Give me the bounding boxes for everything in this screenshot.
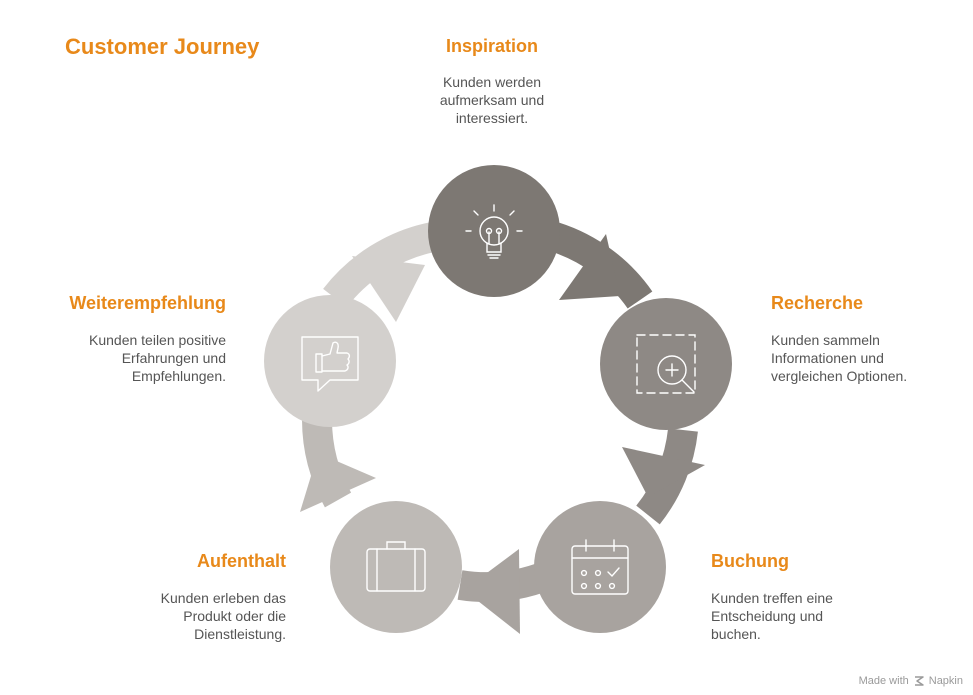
magnifier-icon bbox=[636, 334, 696, 394]
cycle-arrowheads bbox=[300, 234, 705, 634]
stage-circle-aufenthalt bbox=[330, 501, 462, 633]
suitcase-icon bbox=[366, 541, 426, 592]
stage-description-weiterempfehlung: Kunden teilen positive Erfahrungen und E… bbox=[26, 331, 226, 385]
footer-brand: Napkin bbox=[928, 675, 963, 687]
description-line: Informationen und bbox=[771, 350, 884, 366]
description-line: Dienstleistung. bbox=[194, 626, 286, 642]
description-line: Kunden treffen eine bbox=[711, 590, 833, 606]
thumbs-up-icon bbox=[301, 336, 359, 392]
arrowhead-to-aufenthalt bbox=[464, 549, 520, 634]
description-line: buchen. bbox=[711, 626, 761, 642]
stage-title-buchung: Buchung bbox=[711, 551, 789, 571]
description-line: Kunden werden bbox=[442, 74, 542, 90]
arrowhead-to-buchung bbox=[622, 447, 705, 497]
stage-title-inspiration: Inspiration bbox=[445, 36, 538, 56]
stage-description-aufenthalt: Kunden erleben das Produkt oder die Dien… bbox=[86, 589, 286, 643]
arrowhead-to-recherche bbox=[559, 234, 620, 300]
arrowhead-to-inspiration bbox=[352, 256, 425, 322]
made-with-napkin-footer[interactable]: Made with Napkin bbox=[859, 675, 963, 687]
page-title: Customer Journey bbox=[65, 34, 260, 59]
lightbulb-icon bbox=[465, 204, 523, 259]
stage-description-inspiration: Kunden werden aufmerksam und interessier… bbox=[392, 73, 592, 127]
arrowhead-to-weiterempfehlung bbox=[300, 453, 376, 512]
stage-circle-recherche bbox=[600, 298, 732, 430]
description-line: vergleichen Optionen. bbox=[771, 368, 908, 384]
description-line: Erfahrungen und bbox=[121, 350, 226, 366]
description-line: Entscheidung und bbox=[711, 608, 824, 624]
description-line: aufmerksam und bbox=[439, 92, 545, 108]
description-line: Empfehlungen. bbox=[131, 368, 226, 384]
calendar-icon bbox=[571, 539, 629, 595]
description-line: Kunden teilen positive bbox=[89, 332, 226, 348]
arrow-segment-weiterempfehlung-to-inspiration bbox=[323, 222, 437, 308]
description-line: Kunden sammeln bbox=[771, 332, 880, 348]
stage-circle-inspiration bbox=[428, 165, 560, 297]
stage-title-weiterempfehlung: Weiterempfehlung bbox=[69, 293, 226, 313]
stage-description-recherche: Kunden sammeln Informationen und verglei… bbox=[771, 331, 961, 385]
stage-title-recherche: Recherche bbox=[771, 293, 864, 313]
description-line: Kunden erleben das bbox=[160, 590, 286, 606]
description-line: interessiert. bbox=[455, 110, 529, 126]
stage-description-buchung: Kunden treffen eine Entscheidung und buc… bbox=[711, 589, 901, 643]
stage-circle-weiterempfehlung bbox=[264, 295, 396, 427]
stage-circle-buchung bbox=[534, 501, 666, 633]
description-line: Produkt oder die bbox=[183, 608, 286, 624]
napkin-logo-icon bbox=[914, 676, 924, 686]
footer-made-with-label: Made with bbox=[858, 675, 909, 687]
stage-title-aufenthalt: Aufenthalt bbox=[197, 551, 286, 571]
